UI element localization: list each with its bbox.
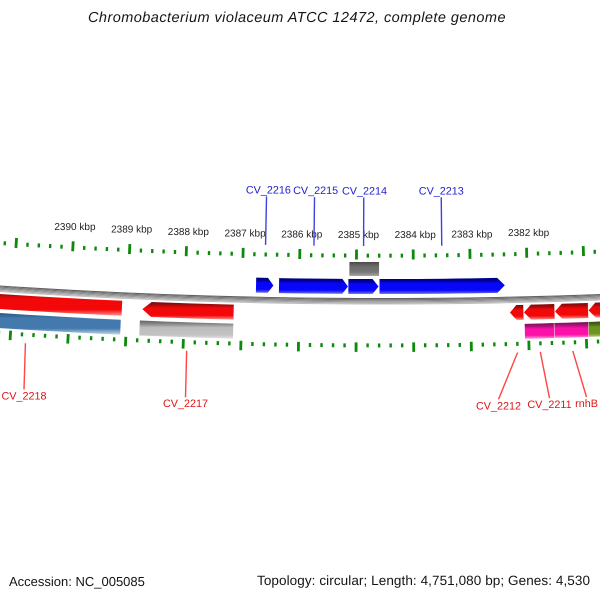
callout-line-CV_2213 [440, 197, 443, 246]
gene-label-CV_2214[interactable]: CV_2214 [342, 186, 387, 198]
callout-line-CV_2217 [184, 350, 188, 398]
genome-backbone-slice [0, 289, 600, 304]
ruler-label-2384: 2384 kbp [395, 230, 437, 241]
gene-arrow-CV_2214[interactable] [348, 278, 379, 295]
gene-label-CV_2216[interactable]: CV_2216 [246, 184, 291, 196]
callout-line-CV_2216 [264, 196, 268, 245]
feature-box-CV_2211-category[interactable] [524, 323, 555, 339]
ruler-label-2383: 2383 kbp [451, 229, 493, 240]
genome-backbone-slice [0, 287, 600, 302]
gene-arrow-CV_2211[interactable] [523, 304, 555, 320]
feature-box-CV_2214-feature[interactable] [349, 261, 380, 277]
callout-line-CV_2215 [313, 197, 316, 246]
gene-label-CV_2215[interactable]: CV_2215 [293, 185, 338, 197]
gene-label-rnhB[interactable]: rnhB [575, 398, 598, 410]
gene-label-CV_2218[interactable]: CV_2218 [1, 391, 46, 403]
gene-arrow-CV_2215[interactable] [278, 278, 348, 294]
status-accession: Accession: NC_005085 [9, 573, 145, 589]
page-title: Chromobacterium violaceum ATCC 12472, co… [88, 9, 506, 26]
genome-backbone-slice [0, 285, 600, 300]
feature-box-next-gene-category[interactable] [588, 321, 600, 337]
gene-arrow-rnhB[interactable] [554, 302, 589, 319]
gene-label-CV_2217[interactable]: CV_2217 [163, 398, 208, 410]
callout-line-CV_2211 [539, 351, 551, 399]
gene-arrow-CV_2218[interactable] [0, 290, 123, 316]
genome-backbone-slice [0, 288, 600, 303]
features [0, 261, 600, 339]
ruler-tick-major-bottom [66, 333, 70, 344]
callout-line-CV_2218 [23, 343, 27, 390]
ruler-label-2389: 2389 kbp [111, 225, 153, 236]
gene-label-CV_2213[interactable]: CV_2213 [419, 185, 464, 197]
ruler-label-2382: 2382 kbp [508, 228, 550, 239]
genome-backbone [0, 285, 600, 305]
ruler-label-2386: 2386 kbp [281, 229, 323, 240]
ruler-label-2388: 2388 kbp [168, 227, 210, 238]
gene-arrow-CV_2212[interactable] [509, 304, 524, 321]
ruler-label-2387: 2387 kbp [225, 228, 267, 239]
ruler-tick-major-bottom [8, 330, 13, 341]
ruler-labels: 2390 kbp 2389 kbp 2388 kbp 2387 kbp 2386 kbp… [54, 222, 549, 241]
status-summary: Topology: circular; Length: 4,751,080 bp… [257, 573, 591, 588]
callout-line-rnhB [572, 350, 588, 398]
genome-backbone-slice [0, 286, 600, 301]
gene-label-CV_2212[interactable]: CV_2212 [476, 400, 521, 412]
gene-arrow-next-gene[interactable] [588, 302, 600, 318]
status-bar: Accession: NC_005085 Topology: circular;… [0, 573, 600, 593]
gene-arrow-CV_2213[interactable] [379, 277, 505, 295]
callout-line-CV_2212 [497, 352, 519, 400]
ruler-label-2385: 2385 kbp [338, 230, 380, 241]
feature-box-CV_2217-category[interactable] [139, 320, 234, 339]
feature-box-CV_2218-category[interactable] [0, 308, 121, 335]
feature-box-rnhB-category[interactable] [554, 321, 589, 339]
ruler-tick-major-top [71, 241, 75, 252]
gene-label-CV_2211[interactable]: CV_2211 [527, 399, 571, 411]
gene-arrow-CV_2217[interactable] [142, 301, 234, 320]
ruler-ticks [0, 237, 600, 352]
genome-backbone-slice [0, 290, 600, 305]
ruler-tick-major-top [14, 237, 18, 249]
ruler-label-2390: 2390 kbp [54, 222, 96, 233]
gene-arrow-CV_2216[interactable] [255, 277, 274, 293]
